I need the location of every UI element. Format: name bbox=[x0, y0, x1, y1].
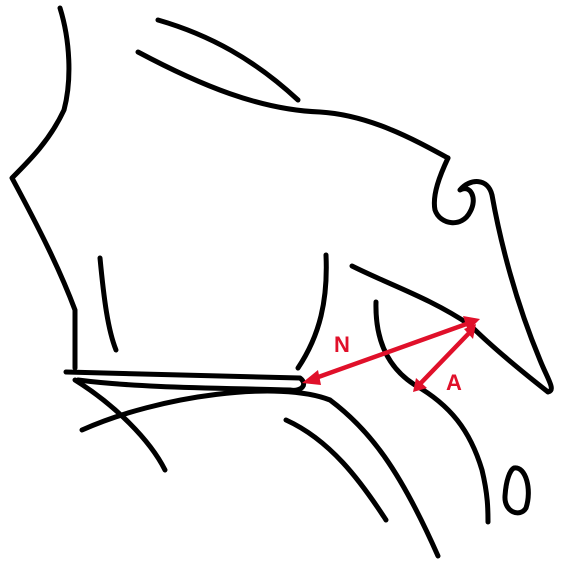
pharynx-upper-curve bbox=[352, 266, 470, 325]
hyoid-oval bbox=[505, 468, 528, 513]
anterior-airway-wall bbox=[298, 255, 326, 368]
inner-airway-curve bbox=[286, 420, 386, 520]
nasal-roof-curve bbox=[138, 52, 448, 158]
lower-airway-curve bbox=[82, 391, 438, 556]
soft-palate-line bbox=[66, 372, 304, 390]
pharynx-posterior-short bbox=[100, 258, 116, 350]
head-profile-line bbox=[12, 8, 75, 368]
tongue-hook bbox=[434, 158, 551, 392]
upper-palate-curve bbox=[158, 20, 298, 100]
label-a: A bbox=[446, 370, 462, 395]
label-n: N bbox=[334, 332, 350, 357]
